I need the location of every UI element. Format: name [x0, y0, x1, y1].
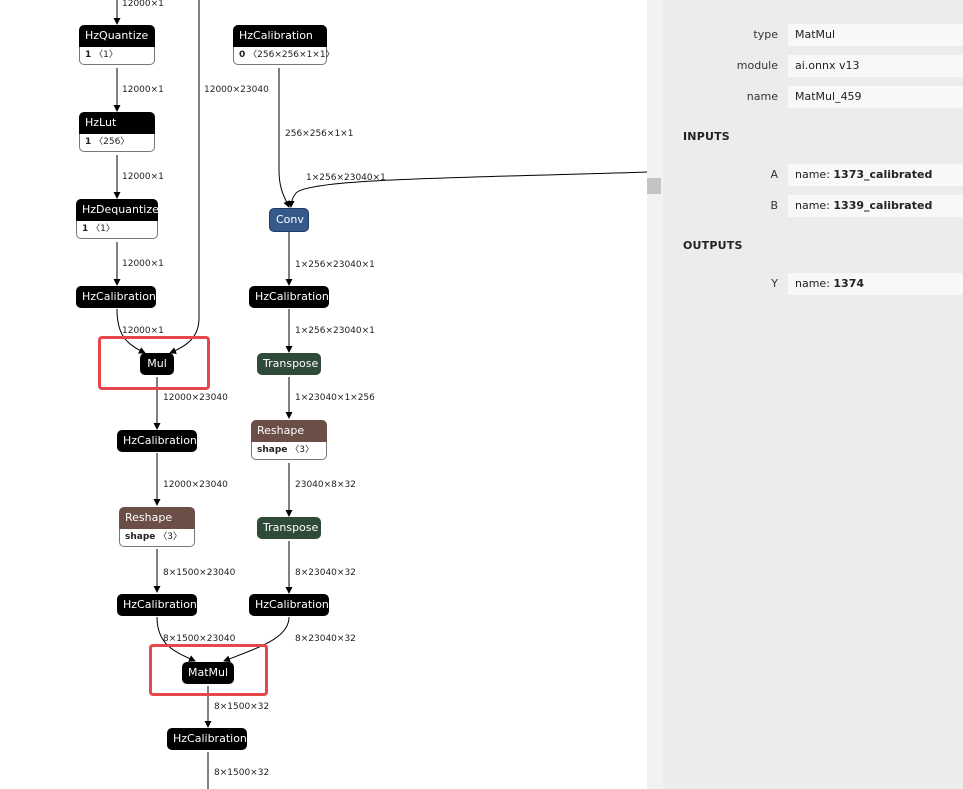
edge-label: 12000×23040 [163, 393, 228, 403]
node-title: HzQuantize [79, 25, 155, 47]
prop-row-name: name MatMul_459 [663, 84, 963, 110]
edge-label: 1×256×23040×1 [295, 260, 375, 270]
edge-label: 12000×1 [122, 172, 164, 182]
node-title: HzCalibration [249, 286, 329, 308]
node-title: Conv [269, 208, 309, 232]
prop-value-module[interactable]: ai.onnx v13 [788, 55, 963, 77]
node-conv[interactable]: Conv [269, 208, 309, 232]
prop-row-module: module ai.onnx v13 [663, 53, 963, 79]
node-title: Transpose [257, 517, 321, 539]
edge-label: 8×1500×23040 [163, 568, 236, 578]
edge-label: 1×23040×1×256 [295, 393, 375, 403]
node-attribute: 0 〈256×256×1×1〉 [233, 47, 335, 65]
input-value-a[interactable]: name: 1373_calibrated [788, 164, 963, 186]
node-reshape[interactable]: Reshape shape 〈3〉 [251, 420, 327, 460]
node-title: MatMul [182, 662, 234, 684]
edge-label: 12000×1 [122, 326, 164, 336]
node-hzcalibration[interactable]: HzCalibration [167, 728, 247, 750]
edge-label: 8×1500×32 [214, 768, 269, 778]
node-title: HzCalibration [167, 728, 247, 750]
node-attribute: shape 〈3〉 [119, 529, 195, 547]
node-hzdequantize[interactable]: HzDequantize 1 〈1〉 [76, 199, 159, 239]
node-attribute: 1 〈1〉 [79, 47, 155, 65]
edge [287, 171, 647, 208]
edge-label: 1×256×23040×1 [295, 326, 375, 336]
edge-label: 1×256×23040×1 [306, 173, 386, 183]
inputs-header: INPUTS [683, 130, 730, 143]
prop-row-type: type MatMul [663, 22, 963, 48]
edge [223, 616, 290, 663]
input-row-a: A name: 1373_calibrated [663, 162, 963, 188]
edge [169, 0, 200, 354]
edge-label: 12000×1 [122, 85, 164, 95]
edge-label: 8×1500×23040 [163, 634, 236, 644]
highlight-box-matmul [149, 644, 268, 696]
node-transpose[interactable]: Transpose [257, 517, 321, 539]
input-value-b[interactable]: name: 1339_calibrated [788, 195, 963, 217]
scrollbar-thumb[interactable] [647, 178, 661, 194]
node-title: Transpose [257, 353, 321, 375]
input-row-b: B name: 1339_calibrated [663, 193, 963, 219]
node-hzcalibration-weights[interactable]: HzCalibration 0 〈256×256×1×1〉 [233, 25, 335, 65]
node-hzcalibration[interactable]: HzCalibration [117, 594, 197, 616]
node-title: Reshape [251, 420, 327, 442]
node-attribute: shape 〈3〉 [251, 442, 327, 460]
node-attribute: 1 〈256〉 [79, 134, 155, 152]
properties-panel: type MatMul module ai.onnx v13 name MatM… [663, 0, 963, 789]
node-title: HzCalibration [117, 430, 197, 452]
node-title: Reshape [119, 507, 195, 529]
outputs-header: OUTPUTS [683, 239, 743, 252]
node-mul[interactable]: Mul [140, 353, 174, 375]
node-hzcalibration[interactable]: HzCalibration [249, 286, 329, 308]
prop-value-name[interactable]: MatMul_459 [788, 86, 963, 108]
prop-label: module [736, 59, 778, 72]
node-transpose[interactable]: Transpose [257, 353, 321, 375]
edges-layer: 12000×1 12000×1 12000×1 12000×1 12000×1 … [113, 0, 647, 789]
node-hzcalibration[interactable]: HzCalibration [76, 286, 156, 308]
edge-label: 256×256×1×1 [285, 129, 353, 139]
edge-label: 12000×1 [122, 0, 164, 9]
node-title: HzCalibration [117, 594, 197, 616]
node-title: HzLut [79, 112, 155, 134]
node-hzlut[interactable]: HzLut 1 〈256〉 [79, 112, 155, 152]
graph-canvas[interactable]: 12000×1 12000×1 12000×1 12000×1 12000×1 … [0, 0, 647, 789]
edge-label: 23040×8×32 [295, 480, 356, 490]
edge-label: 12000×1 [122, 259, 164, 269]
edge-label: 12000×23040 [163, 480, 228, 490]
node-reshape[interactable]: Reshape shape 〈3〉 [119, 507, 195, 547]
edge-label: 8×23040×32 [295, 634, 356, 644]
node-title: HzCalibration [76, 286, 156, 308]
node-title: HzCalibration [249, 594, 329, 616]
node-attribute: 1 〈1〉 [76, 221, 158, 239]
node-hzquantize[interactable]: HzQuantize 1 〈1〉 [79, 25, 155, 65]
node-matmul[interactable]: MatMul [182, 662, 234, 684]
node-title: HzDequantize [76, 199, 159, 221]
prop-label: name [746, 90, 778, 103]
node-hzcalibration[interactable]: HzCalibration [117, 430, 197, 452]
panel-divider[interactable] [647, 0, 663, 789]
node-title: HzCalibration [233, 25, 327, 47]
edge-label: 8×23040×32 [295, 568, 356, 578]
prop-label: Y [771, 277, 778, 290]
output-value-y[interactable]: name: 1374 [788, 273, 963, 295]
edge-label: 12000×23040 [204, 85, 269, 95]
prop-value-type[interactable]: MatMul [788, 24, 963, 46]
prop-label: B [770, 199, 778, 212]
node-hzcalibration[interactable]: HzCalibration [249, 594, 329, 616]
node-title: Mul [140, 353, 174, 375]
output-row-y: Y name: 1374 [663, 271, 963, 297]
highlight-box-mul [98, 336, 210, 390]
edge-label: 8×1500×32 [214, 702, 269, 712]
prop-label: type [753, 28, 778, 41]
prop-label: A [770, 168, 778, 181]
